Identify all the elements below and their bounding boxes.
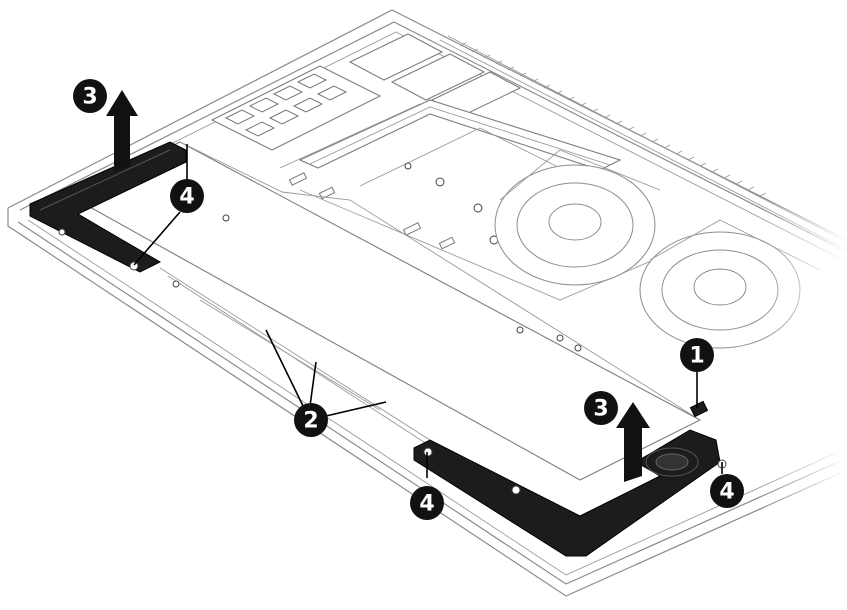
callout-4-top-left-number: 4 — [179, 185, 194, 210]
memory-chips — [210, 65, 382, 151]
callout-1: 1 — [680, 338, 714, 372]
speaker-cables — [159, 267, 431, 447]
right-edge-fade — [760, 0, 847, 610]
lift-arrow-right — [616, 402, 650, 482]
speaker-connector — [689, 400, 709, 418]
callout-4-bottom-middle: 4 — [410, 486, 444, 520]
computer-base-chassis — [7, 9, 847, 597]
callout-4-bottom-right: 4 — [710, 474, 744, 508]
callout-4-top-left: 4 — [170, 179, 204, 213]
callout-4-bottom-middle-number: 4 — [419, 492, 434, 517]
ssd-modules — [348, 33, 522, 117]
callout-3-left: 3 — [73, 79, 107, 113]
rear-vent-ticks — [459, 42, 767, 197]
callout-3-left-number: 3 — [82, 85, 97, 110]
callout-2: 2 — [294, 403, 328, 437]
leader-lines — [133, 144, 723, 478]
callout-1-number: 1 — [689, 344, 704, 369]
callout-3-right: 3 — [584, 391, 618, 425]
left-speaker — [29, 141, 187, 288]
callout-4-bottom-right-number: 4 — [719, 480, 734, 505]
callout-3-right-number: 3 — [593, 397, 608, 422]
right-speaker — [413, 429, 727, 557]
callout-2-number: 2 — [303, 409, 318, 434]
lift-arrow-left — [106, 90, 138, 172]
